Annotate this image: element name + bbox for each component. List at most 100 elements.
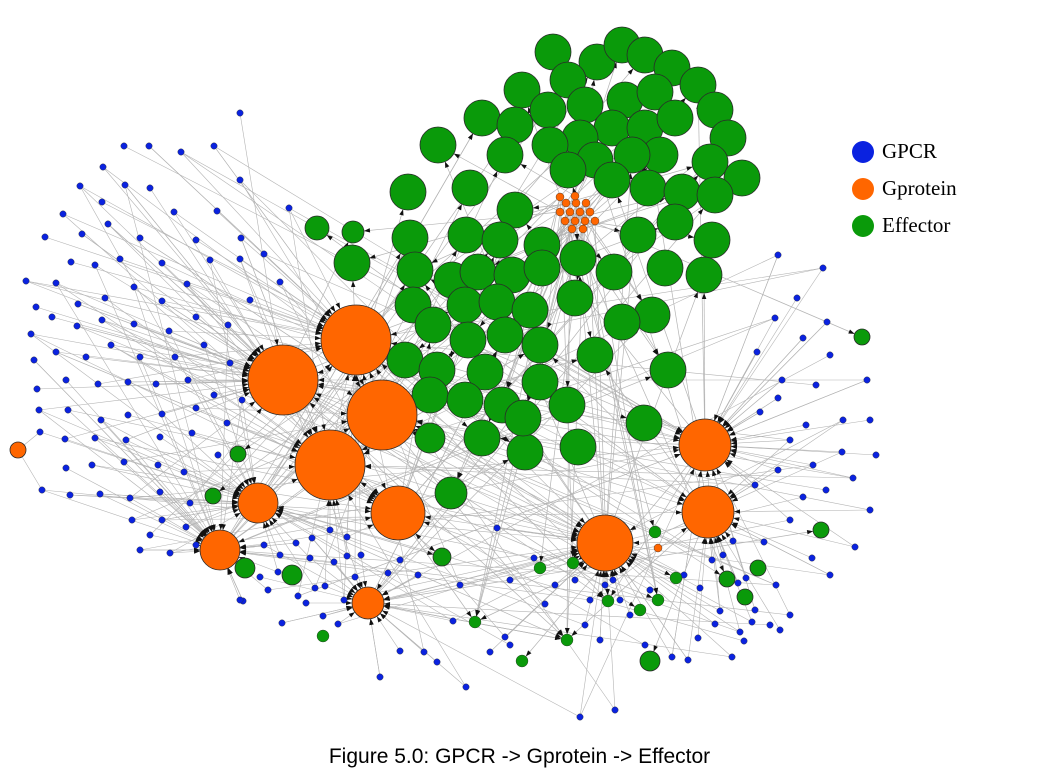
edge — [219, 464, 814, 551]
effector-node — [603, 303, 641, 341]
legend-swatch-gpcr — [852, 140, 874, 163]
edge-arrowhead — [579, 517, 586, 524]
edge-arrowhead — [630, 553, 638, 558]
effector-node — [619, 216, 657, 254]
effector-node — [515, 654, 529, 668]
effector-node — [523, 249, 561, 287]
edge-arrowhead — [348, 494, 354, 502]
edge-arrowhead — [348, 612, 355, 618]
gpcr-node — [826, 571, 834, 579]
effector-node — [511, 291, 549, 329]
gpcr-node — [596, 636, 604, 644]
edge-arrowhead — [318, 377, 324, 383]
gpcr-node — [74, 300, 82, 308]
edge-arrowhead — [697, 208, 704, 215]
gpcr-node — [177, 148, 185, 156]
gpcr-node — [285, 204, 293, 212]
edge-arrowhead — [256, 407, 262, 415]
gpcr-node — [326, 526, 334, 534]
edge — [139, 356, 221, 551]
edge-arrowhead — [196, 535, 203, 540]
edge-arrowhead — [424, 515, 431, 520]
gpcr-node — [872, 451, 880, 459]
edge-arrowhead — [714, 414, 719, 421]
edge-arrowhead — [697, 470, 703, 477]
edge-arrowhead — [319, 318, 326, 323]
edge — [100, 419, 259, 504]
edge-arrowhead — [233, 490, 240, 496]
gpcr-node — [809, 461, 817, 469]
edge-arrowhead — [554, 635, 562, 640]
edge-arrowhead — [376, 616, 383, 623]
gpcr-node — [32, 303, 40, 311]
edge — [38, 409, 221, 551]
effector-node — [506, 433, 544, 471]
edge-arrowhead — [547, 322, 552, 329]
gpcr-node — [236, 596, 244, 604]
edge-arrowhead — [731, 523, 738, 529]
gprotein-node — [570, 191, 580, 201]
effector-node — [463, 419, 501, 457]
edge-arrowhead — [343, 428, 350, 433]
effector-node — [496, 191, 534, 229]
edge-arrowhead — [364, 508, 372, 514]
gpcr-node — [136, 234, 144, 242]
gpcr-node — [73, 322, 81, 330]
edge-arrowhead — [729, 453, 736, 458]
effector-node — [853, 328, 871, 346]
gpcr-node — [145, 142, 153, 150]
edge — [119, 258, 357, 341]
gpcr-node — [774, 466, 782, 474]
edge-arrowhead — [314, 335, 322, 341]
edge-arrowhead — [295, 438, 302, 445]
edge-arrowhead — [520, 164, 527, 170]
gpcr-node — [694, 634, 702, 642]
edge — [180, 151, 357, 341]
gpcr-node — [64, 406, 72, 414]
edge-arrowhead — [351, 280, 356, 288]
edge-arrowhead — [369, 254, 376, 259]
gpcr-node — [61, 435, 69, 443]
gpcr-node — [819, 264, 827, 272]
gpcr-node — [719, 551, 727, 559]
gprotein-node — [237, 482, 279, 524]
edge — [94, 264, 221, 551]
gpcr-node — [30, 356, 38, 364]
edge-arrowhead — [340, 411, 348, 416]
gpcr-node — [716, 607, 724, 615]
edge — [367, 602, 771, 626]
gpcr-node — [786, 516, 794, 524]
edge-arrowhead — [595, 253, 602, 260]
edge-arrowhead — [235, 486, 242, 492]
network-graph — [9, 26, 880, 721]
edge-arrowhead — [719, 565, 724, 572]
edge-arrowhead — [571, 630, 578, 636]
effector-node — [316, 629, 330, 643]
edge-arrowhead — [594, 570, 600, 577]
gpcr-node — [152, 380, 160, 388]
gpcr-node — [586, 596, 594, 604]
edge-arrowhead — [274, 339, 279, 346]
edge-arrowhead — [431, 258, 438, 263]
edge-arrowhead — [271, 517, 278, 524]
edge-arrowhead — [714, 537, 719, 544]
edge-arrowhead — [722, 419, 729, 426]
edge-arrowhead — [239, 550, 247, 556]
edge-arrowhead — [367, 524, 374, 530]
effector-node — [521, 326, 559, 364]
edge-arrowhead — [475, 609, 480, 617]
gpcr-node — [799, 334, 807, 342]
gpcr-node — [826, 351, 834, 359]
gpcr-node — [541, 600, 549, 608]
edge-arrowhead — [492, 171, 498, 178]
edge-arrowhead — [317, 369, 324, 374]
gprotein-node — [576, 514, 634, 572]
effector-node — [391, 219, 429, 257]
effector-node — [411, 376, 449, 414]
effector-node — [389, 173, 427, 211]
effector-node — [646, 249, 684, 287]
edge — [239, 112, 284, 381]
edge — [127, 381, 259, 504]
gpcr-node — [91, 434, 99, 442]
edge-arrowhead — [730, 444, 738, 449]
